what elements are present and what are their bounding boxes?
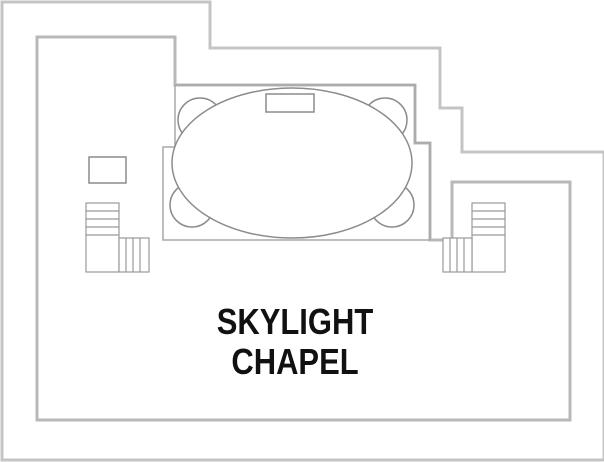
skylight-enclosure: [162, 84, 431, 241]
room-label: SKYLIGHT CHAPEL: [170, 302, 419, 382]
skylight-panel: [265, 93, 315, 113]
skylight-oval: [169, 87, 415, 239]
wall-box-left: [88, 156, 127, 184]
room-label-line1: SKYLIGHT: [216, 301, 374, 342]
stairs-right: [442, 202, 506, 273]
stairs-left: [85, 202, 150, 273]
room-label-line2: CHAPEL: [231, 341, 359, 382]
skylight-main-oval: [171, 87, 413, 239]
